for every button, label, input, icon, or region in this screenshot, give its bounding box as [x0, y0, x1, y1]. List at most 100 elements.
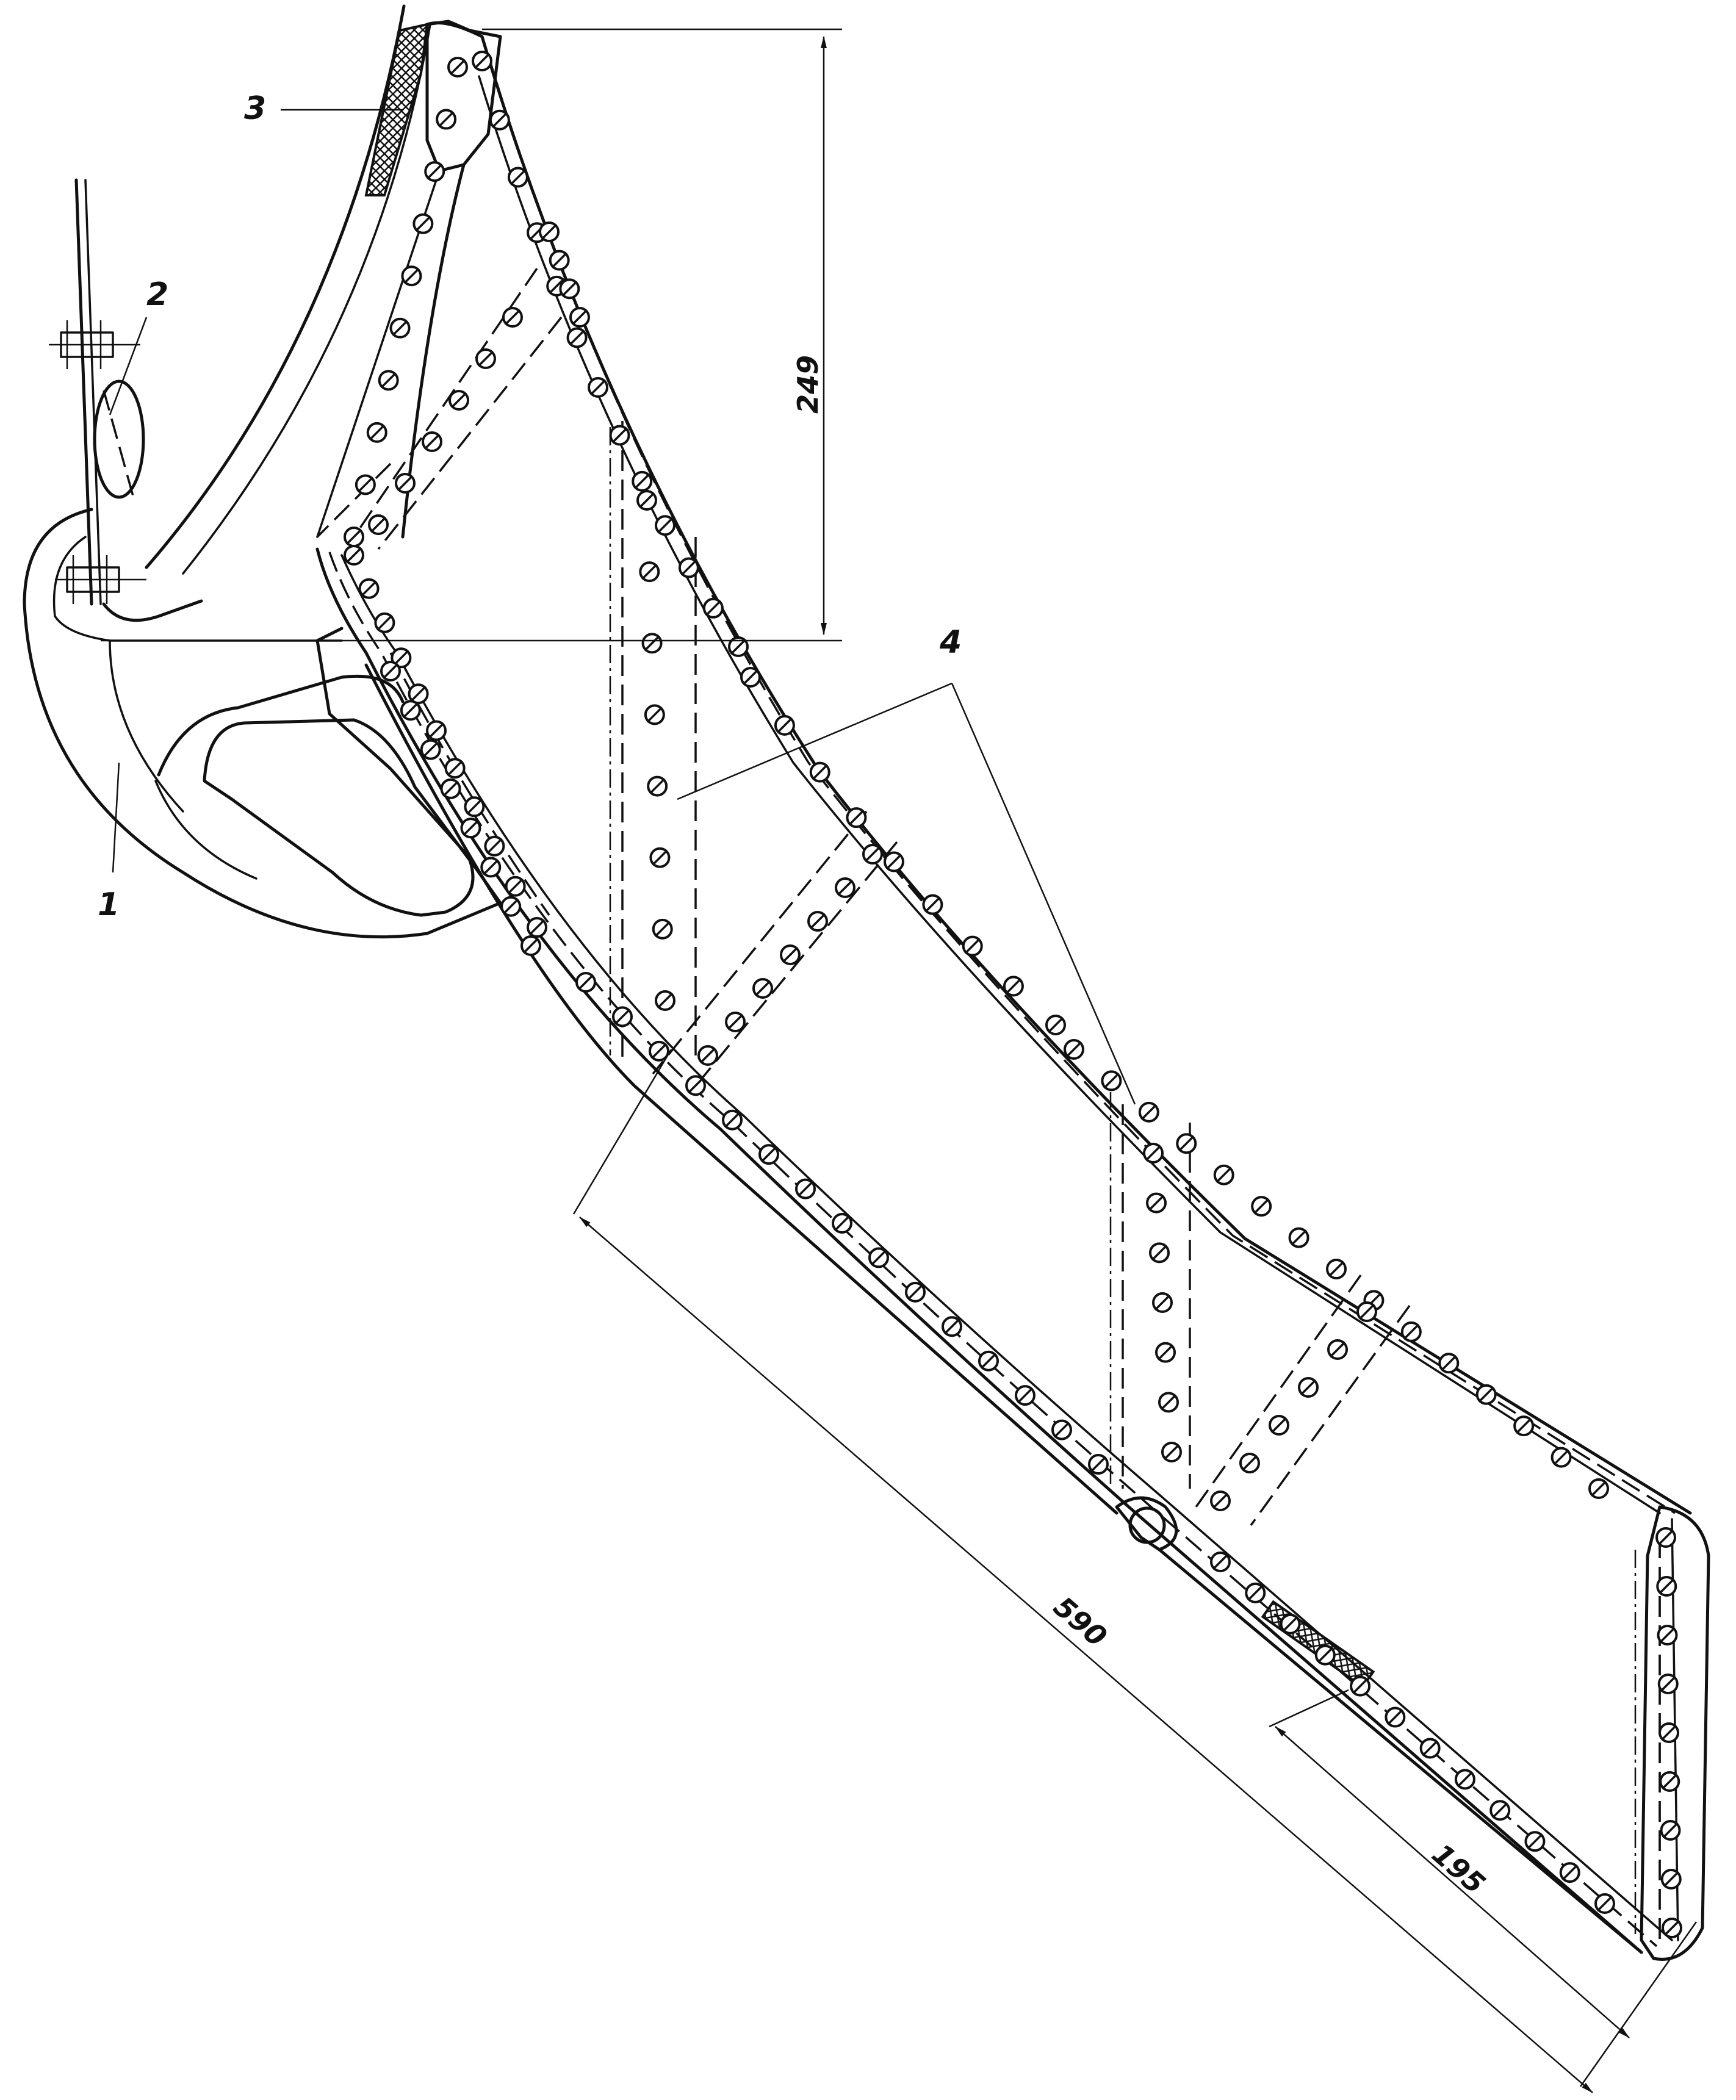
label-2: 2	[146, 276, 168, 313]
rivet-mark	[569, 329, 585, 346]
label-4: 4	[939, 624, 962, 661]
rivet-mark	[1659, 1627, 1676, 1644]
rivet-mark	[1662, 1822, 1679, 1839]
rivet-mark	[369, 424, 386, 441]
rivet-mark	[641, 563, 658, 580]
rivet-mark	[654, 921, 671, 938]
rivet-mark	[1216, 1167, 1232, 1183]
rivet-mark	[428, 722, 445, 739]
rivet-mark	[548, 278, 565, 295]
top-gusset	[425, 20, 502, 173]
bolt	[55, 555, 146, 604]
rivet-mark	[1065, 1041, 1082, 1058]
rivet-mark	[1659, 1578, 1675, 1595]
label-3: 3	[244, 90, 266, 127]
rivet-mark	[466, 799, 483, 815]
rivet-mark	[657, 992, 674, 1009]
rivet-mark	[361, 580, 377, 597]
rivet-mark	[426, 163, 443, 180]
rivet-mark	[1103, 1073, 1120, 1089]
rivet-mark	[507, 878, 524, 894]
splice-plate	[1261, 1600, 1375, 1689]
rivet-mark	[742, 669, 759, 686]
rivet-mark	[611, 427, 628, 444]
rivet-mark	[633, 473, 650, 490]
rivet-mark	[657, 517, 674, 534]
rivet-mark	[370, 516, 387, 533]
rivet-mark	[392, 320, 408, 337]
rivet-mark	[577, 974, 594, 991]
rivet-mark	[1657, 1529, 1674, 1546]
rivet-mark	[463, 819, 479, 836]
rivet-mark	[699, 1047, 716, 1064]
rivet-mark	[450, 392, 467, 409]
rivet-mark	[447, 760, 463, 777]
rivets	[344, 51, 1682, 1938]
hook-bracket	[23, 508, 502, 939]
rivet-mark	[1005, 978, 1022, 994]
callout-1: 1	[98, 762, 120, 923]
rivet-mark	[403, 267, 420, 284]
rivet-mark	[589, 379, 607, 396]
rivet-mark	[964, 938, 981, 954]
rivet-mark	[402, 702, 419, 719]
rivet-mark	[812, 764, 828, 780]
rivet-mark	[528, 919, 546, 936]
rivet-mark	[649, 778, 666, 794]
rivet-mark	[797, 1181, 814, 1197]
rivet-mark	[652, 849, 668, 866]
rivet-mark	[1663, 1871, 1679, 1888]
rivet-mark	[1253, 1198, 1270, 1215]
rivet-mark	[1148, 1195, 1165, 1211]
rivet-mark	[754, 980, 771, 997]
rivet-mark	[442, 780, 459, 797]
rivet-mark	[376, 614, 393, 631]
rivet-mark	[614, 1009, 631, 1025]
rivet-mark	[1660, 1675, 1676, 1692]
rivet-mark	[705, 600, 722, 617]
rivet-mark	[1178, 1135, 1195, 1152]
rivet-mark	[644, 635, 660, 652]
rivet-mark	[1660, 1724, 1677, 1741]
rivet-mark	[687, 1077, 704, 1094]
rivet-mark	[423, 433, 441, 450]
rivet-mark	[438, 111, 455, 128]
rivet-mark	[397, 475, 414, 492]
rivet-mark	[837, 879, 854, 896]
rivet-mark	[561, 281, 578, 297]
dimension-249: 249	[101, 28, 842, 642]
rivet-mark	[522, 937, 539, 954]
dimension-195-label: 195	[1426, 1837, 1492, 1900]
rivet-mark	[571, 309, 588, 326]
rivet-mark	[638, 492, 655, 509]
rivet-mark	[885, 854, 902, 870]
rivet-mark	[1662, 1773, 1678, 1790]
rivet-mark	[357, 476, 374, 493]
rivet-mark	[410, 685, 427, 702]
rivet-mark	[510, 169, 527, 185]
rivet-mark	[1145, 1145, 1162, 1162]
dimension-249-label: 249	[791, 355, 824, 414]
rivet-mark	[422, 741, 439, 758]
rivet-mark	[680, 559, 697, 576]
rivet-mark	[848, 809, 865, 826]
rivet-mark	[1047, 1016, 1064, 1034]
rivet-mark	[483, 859, 499, 876]
rivet-mark	[449, 59, 466, 76]
rivet-mark	[730, 638, 747, 655]
rivet-mark	[491, 112, 508, 129]
dimension-590-label: 590	[1047, 1590, 1113, 1653]
rivet-mark	[415, 215, 431, 232]
callout-4: 4	[677, 624, 1136, 1105]
lightening-hole	[203, 718, 475, 917]
rivet-mark	[782, 946, 799, 963]
rubber-seal	[93, 379, 145, 499]
rivet-mark	[809, 913, 826, 930]
rivet-mark	[1663, 1919, 1680, 1936]
rivet-mark	[1140, 1104, 1158, 1121]
rivet-mark	[345, 547, 362, 564]
end-post	[1640, 1505, 1710, 1961]
rivet-mark	[382, 663, 399, 680]
callout-2: 2	[109, 276, 168, 415]
